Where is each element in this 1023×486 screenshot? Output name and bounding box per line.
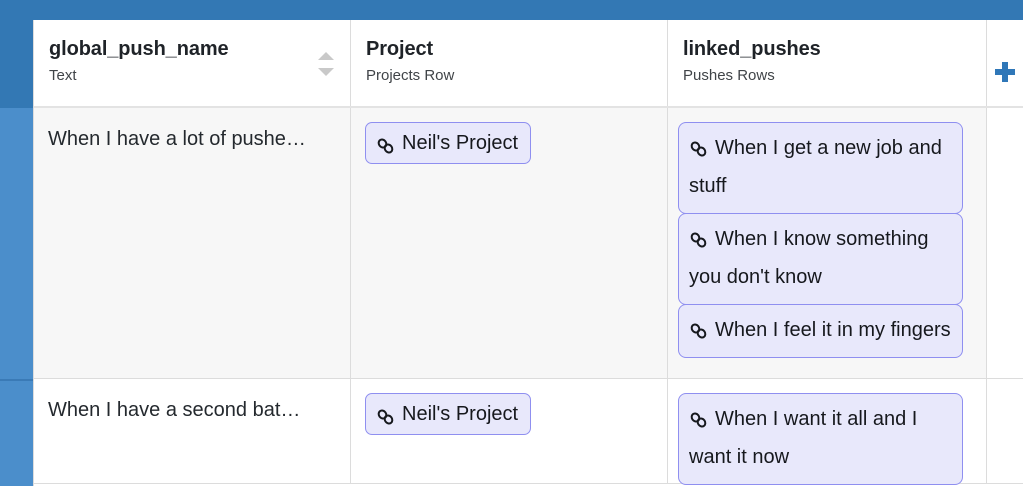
cell-linked-pushes[interactable]: When I want it all and I want it now	[668, 379, 987, 485]
plus-icon	[995, 62, 1015, 82]
column-header-title: linked_pushes	[683, 38, 821, 60]
cell-empty-trailing	[987, 108, 1023, 378]
column-header-title: Project	[366, 38, 434, 60]
column-header-type: Text	[49, 67, 77, 84]
link-icon	[376, 409, 396, 425]
table-row[interactable]: When I have a second bat… Neil's Project	[34, 379, 1023, 485]
cell-project[interactable]: Neil's Project	[351, 379, 668, 483]
sort-ascending-icon	[318, 52, 334, 60]
link-chip-label: Neil's Project	[402, 403, 519, 425]
cell-global-push-name[interactable]: When I have a second bat…	[34, 379, 351, 483]
link-icon	[689, 232, 709, 248]
link-chip-push[interactable]: When I know something you don't know	[678, 213, 963, 305]
sort-toggle-icon[interactable]	[318, 52, 334, 76]
grid-header-row: global_push_name Text Project Projects R…	[34, 20, 1023, 108]
column-header-type: Pushes Rows	[683, 67, 775, 84]
link-icon	[689, 323, 709, 339]
link-chip-label: When I know something you don't know	[689, 228, 929, 288]
link-icon	[689, 412, 709, 428]
link-chip-project[interactable]: Neil's Project	[365, 393, 532, 435]
column-header-linked-pushes[interactable]: linked_pushes Pushes Rows	[668, 20, 987, 106]
column-header-project[interactable]: Project Projects Row	[351, 20, 668, 106]
link-chip-label: When I want it all and I want it now	[689, 408, 918, 468]
link-chip-project[interactable]: Neil's Project	[365, 122, 532, 164]
left-rail-row-divider	[0, 379, 33, 381]
column-header-title: global_push_name	[49, 38, 229, 60]
link-chip-label: When I get a new job and stuff	[689, 137, 942, 197]
link-icon	[689, 141, 709, 157]
sort-descending-icon	[318, 68, 334, 76]
link-chip-push[interactable]: When I want it all and I want it now	[678, 393, 963, 485]
link-chip-label: Neil's Project	[402, 132, 519, 154]
link-chip-push[interactable]: When I feel it in my fingers	[678, 304, 963, 358]
add-column-button[interactable]	[987, 20, 1023, 106]
table-row[interactable]: When I have a lot of pushe… Neil's Proje…	[34, 108, 1023, 379]
column-header-global-push-name[interactable]: global_push_name Text	[34, 20, 351, 106]
column-header-type: Projects Row	[366, 67, 455, 84]
left-rail-header-segment	[0, 20, 33, 108]
cell-linked-pushes[interactable]: When I get a new job and stuff When I kn…	[668, 108, 987, 378]
app-top-chrome-bar	[0, 0, 1023, 20]
cell-empty-trailing	[987, 379, 1023, 483]
left-rail-row-gutter[interactable]	[0, 108, 33, 486]
cell-project[interactable]: Neil's Project	[351, 108, 668, 378]
cell-global-push-name[interactable]: When I have a lot of pushe…	[34, 108, 351, 378]
data-grid: global_push_name Text Project Projects R…	[33, 20, 1023, 486]
link-chip-label: When I feel it in my fingers	[715, 319, 951, 341]
link-icon	[376, 138, 396, 154]
link-chip-push[interactable]: When I get a new job and stuff	[678, 122, 963, 214]
